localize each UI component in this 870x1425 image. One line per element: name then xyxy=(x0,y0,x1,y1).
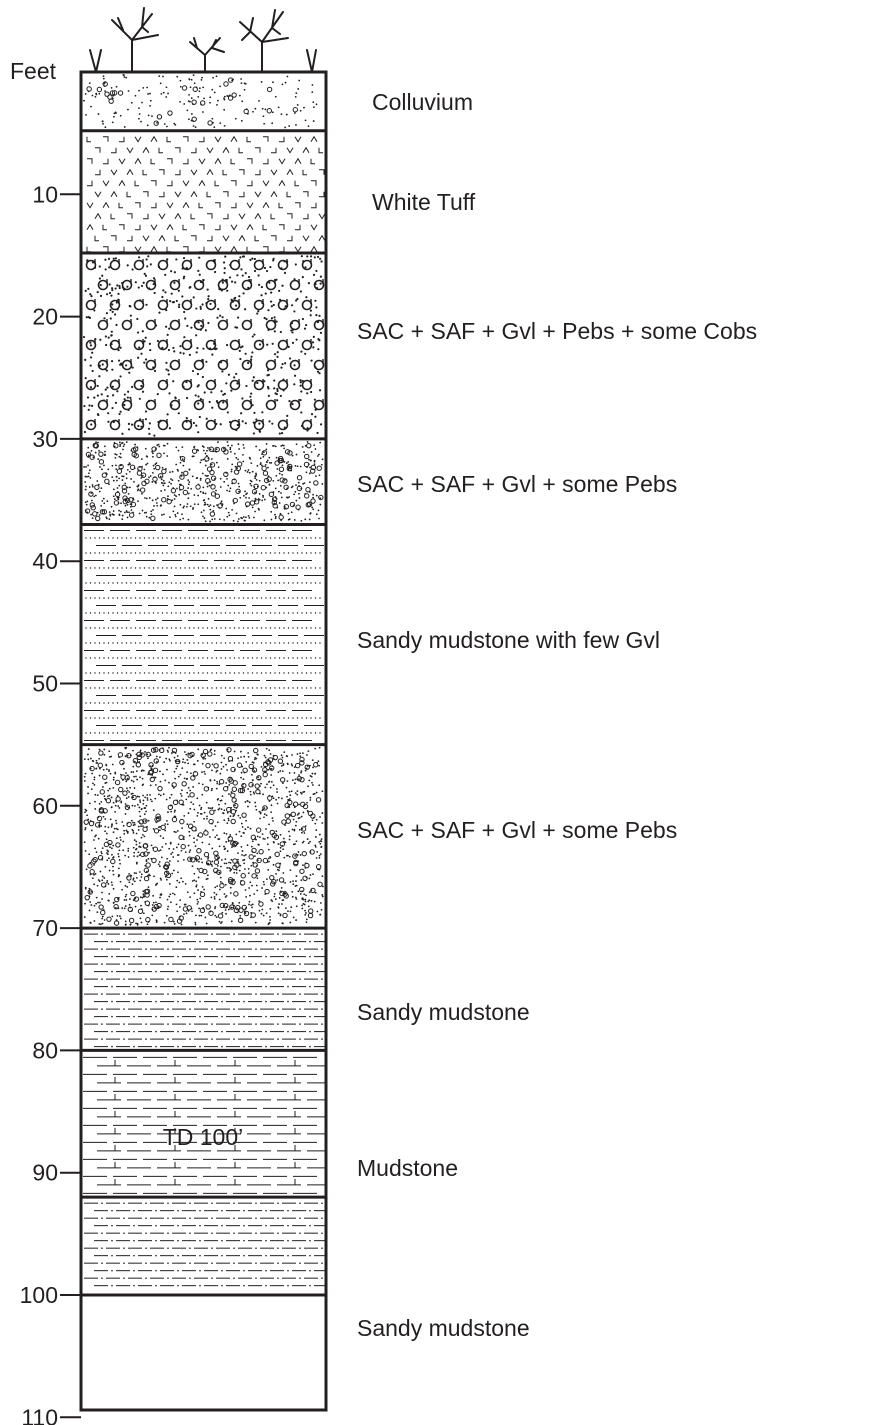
layer-sandy-mudstone-gvl xyxy=(84,530,324,742)
depth-tick-label: 100 xyxy=(20,1282,58,1308)
layer-sand-gravel-2 xyxy=(83,746,324,926)
depth-tick-label: 30 xyxy=(32,426,58,452)
layer-description-colluvium: Colluvium xyxy=(372,89,473,115)
layer-description-mudstone: Mudstone xyxy=(357,1155,458,1181)
layer-description-gravel-cobbles: SAC + SAF + Gvl + Pebs + some Cobs xyxy=(357,318,757,344)
depth-tick-label: 50 xyxy=(32,671,58,697)
layer-description-sandy-mudstone-gvl: Sandy mudstone with few Gvl xyxy=(357,627,660,653)
depth-unit-label: Feet xyxy=(10,58,57,84)
depth-tick-label: 90 xyxy=(32,1160,58,1186)
layer-sand-gravel-1 xyxy=(83,441,324,523)
column-outline xyxy=(79,70,328,1412)
layer-description-white-tuff: White Tuff xyxy=(372,189,476,215)
depth-tick-label: 70 xyxy=(32,915,58,941)
layer-sandy-mudstone-1 xyxy=(84,933,326,1048)
layer-white-tuff xyxy=(86,135,326,253)
depth-tick-label: 60 xyxy=(32,793,58,819)
layer-mudstone xyxy=(83,1056,326,1194)
layer-description-sandy-mudstone-2: Sandy mudstone xyxy=(357,1315,530,1341)
depth-tick-label: 110 xyxy=(21,1404,58,1425)
layer-description-sand-gravel-2: SAC + SAF + Gvl + some Pebs xyxy=(357,817,677,843)
vegetation-icon xyxy=(89,7,317,73)
stratigraphic-column xyxy=(82,74,326,1287)
depth-tick-label: 80 xyxy=(32,1037,58,1063)
depth-tick-label: 20 xyxy=(32,304,58,330)
layer-gravel-cobbles xyxy=(82,255,325,437)
layer-colluvium xyxy=(83,74,318,129)
total-depth-label: TD 100’ xyxy=(163,1124,244,1150)
layer-sandy-mudstone-2 xyxy=(84,1202,326,1287)
layer-boundaries xyxy=(81,129,326,1297)
layer-description-sand-gravel-1: SAC + SAF + Gvl + some Pebs xyxy=(357,471,677,497)
depth-tick-label: 10 xyxy=(32,181,58,207)
depth-axis: 10 20 30 40 50 60 70 80 90 100 110 xyxy=(20,181,81,1425)
layer-description-sandy-mudstone-1: Sandy mudstone xyxy=(357,999,530,1025)
depth-tick-label: 40 xyxy=(32,548,58,574)
